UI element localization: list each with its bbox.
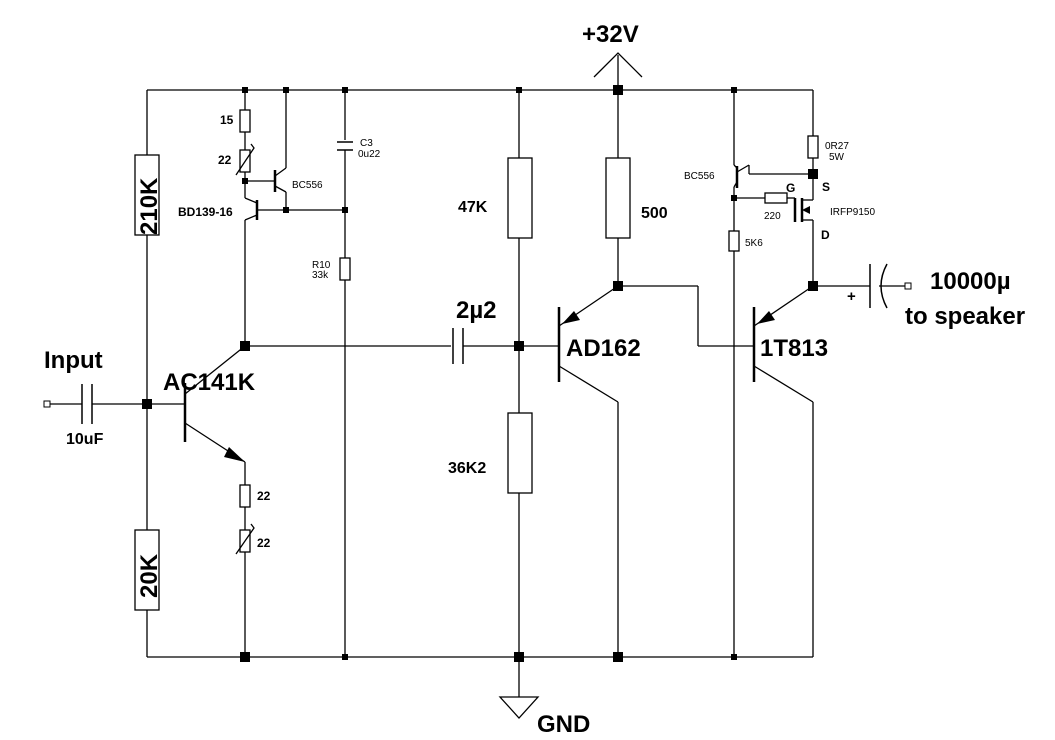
bd139-label: BD139-16 bbox=[178, 205, 233, 219]
junction-dot bbox=[283, 207, 289, 213]
collector-bias-column bbox=[235, 90, 255, 346]
resistor-0r27-branch bbox=[807, 90, 819, 174]
junction-dot bbox=[613, 281, 623, 291]
resistor-210k bbox=[134, 154, 160, 236]
resistor-47k bbox=[507, 157, 533, 239]
junction-dot bbox=[516, 87, 522, 93]
resistor-0r27 bbox=[807, 135, 819, 159]
junction-dot bbox=[242, 87, 248, 93]
junction-dot bbox=[731, 87, 737, 93]
bias-divider bbox=[134, 90, 160, 657]
ac141k-label: AC141K bbox=[163, 369, 256, 396]
mosfet-arrow-icon bbox=[802, 206, 810, 214]
resistor-500-branch bbox=[605, 90, 754, 347]
emitter-chain bbox=[235, 462, 255, 657]
bc556-left-label: BC556 bbox=[292, 180, 323, 191]
c3-name-label: C3 bbox=[360, 138, 373, 149]
junction-dot bbox=[808, 169, 818, 179]
mosfet-label: IRFP9150 bbox=[830, 207, 875, 218]
resistor-0r27-power-label: 5W bbox=[829, 152, 845, 163]
resistor-15-label: 15 bbox=[220, 113, 234, 127]
supply-label: +32V bbox=[582, 21, 639, 48]
resistor-r10 bbox=[339, 257, 351, 281]
resistor-15 bbox=[239, 109, 251, 133]
junction-dot bbox=[613, 652, 623, 662]
mosfet-drain-label: D bbox=[821, 228, 830, 242]
emitter-arrow-icon bbox=[757, 311, 775, 324]
junction-dot bbox=[242, 178, 248, 184]
resistor-36k2-label: 36K2 bbox=[448, 460, 486, 477]
junction-dot bbox=[240, 341, 250, 351]
ground-symbol-icon bbox=[498, 657, 540, 719]
transistor-ad162 bbox=[557, 285, 619, 657]
junction-dot bbox=[731, 195, 737, 201]
trimmer-22-top-label: 22 bbox=[218, 153, 232, 167]
t1t813-label: 1T813 bbox=[760, 335, 828, 362]
resistor-22-emitter-label: 22 bbox=[257, 489, 271, 503]
resistor-20k bbox=[134, 529, 160, 611]
resistor-5k6 bbox=[728, 230, 740, 252]
trimmer-wiper-icon bbox=[235, 523, 255, 555]
output-terminal bbox=[904, 282, 912, 290]
resistor-220 bbox=[764, 192, 788, 204]
transistor-ac141k bbox=[183, 345, 246, 463]
ad162-bias-divider bbox=[507, 90, 533, 657]
junction-dot bbox=[342, 87, 348, 93]
resistor-500 bbox=[605, 157, 631, 239]
junction-dot bbox=[342, 654, 348, 660]
junction-dots bbox=[142, 85, 818, 662]
trimmer-22-bottom-label: 22 bbox=[257, 536, 271, 550]
resistor-210k-label: 210K bbox=[136, 177, 163, 235]
ground-label: GND bbox=[537, 711, 590, 738]
junction-dot bbox=[240, 652, 250, 662]
r10-name-label: R10 bbox=[312, 260, 331, 271]
junction-dot bbox=[514, 341, 524, 351]
transistor-1t813 bbox=[752, 285, 814, 657]
input-terminal bbox=[43, 400, 51, 408]
junction-dot bbox=[808, 281, 818, 291]
junction-dot bbox=[613, 85, 623, 95]
transistor-bc556-left bbox=[245, 90, 287, 210]
capacitor-2u2-label: 2µ2 bbox=[456, 297, 497, 324]
input-capacitor-label: 10uF bbox=[66, 431, 104, 448]
c3-r10-column bbox=[337, 90, 353, 657]
mosfet-gate-label: G bbox=[786, 181, 795, 195]
output-label: to speaker bbox=[905, 303, 1025, 330]
emitter-arrow-icon bbox=[562, 311, 580, 324]
junction-dot bbox=[731, 654, 737, 660]
transistor-bd139 bbox=[244, 197, 345, 221]
resistor-220-label: 220 bbox=[764, 211, 781, 222]
c3-value-label: 0u22 bbox=[358, 149, 381, 160]
input-stage bbox=[43, 384, 185, 424]
resistor-22-emitter bbox=[239, 484, 251, 508]
input-label: Input bbox=[44, 347, 103, 374]
output-capacitor-label: 10000µ bbox=[930, 268, 1011, 295]
resistor-47k-label: 47K bbox=[458, 199, 488, 216]
emitter-arrow-icon bbox=[224, 447, 245, 462]
right-bias-column bbox=[728, 90, 813, 657]
trimmer-wiper-icon bbox=[235, 143, 255, 176]
bc556-right-label: BC556 bbox=[684, 171, 715, 182]
r10-value-label: 33k bbox=[312, 270, 329, 281]
junction-dot bbox=[283, 87, 289, 93]
polarity-plus-label: + bbox=[847, 288, 856, 305]
junction-dot bbox=[514, 652, 524, 662]
resistor-20k-label: 20K bbox=[136, 553, 163, 598]
mosfet-irfp9150 bbox=[793, 174, 814, 286]
resistor-500-label: 500 bbox=[641, 205, 668, 222]
mosfet-source-label: S bbox=[822, 180, 830, 194]
resistor-5k6-label: 5K6 bbox=[745, 238, 763, 249]
junction-dot bbox=[142, 399, 152, 409]
output-stage bbox=[813, 263, 912, 309]
resistor-36k2 bbox=[507, 412, 533, 494]
ad162-label: AD162 bbox=[566, 335, 641, 362]
junction-dot bbox=[342, 207, 348, 213]
resistor-0r27-label: 0R27 bbox=[825, 141, 849, 152]
supply-arrow-icon bbox=[593, 52, 643, 90]
coupling-path bbox=[245, 328, 559, 364]
